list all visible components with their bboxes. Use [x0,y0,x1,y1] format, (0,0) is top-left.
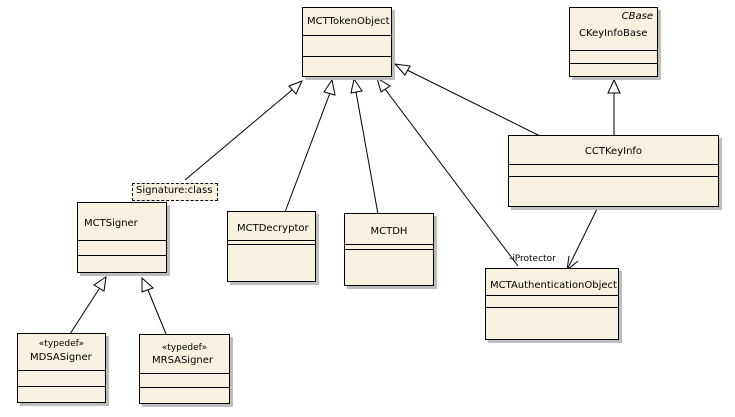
class-mrsasigner[interactable]: «typedef» MRSASigner [139,334,230,404]
operations-separator [18,386,105,387]
class-mcttokenobject[interactable]: MCTTokenObject [302,7,392,77]
class-name-compartment: MCTTokenObject [303,8,391,36]
generalization-arrowhead [323,78,336,96]
class-name: MCTDecryptor [237,223,309,234]
generalization-dh-to-token [355,91,379,215]
class-name-compartment: MCTDecryptor [228,212,315,241]
operations-separator [570,63,657,64]
generalization-mdsa-to-signer [69,288,100,335]
class-ckeyinfobase[interactable]: CBase CKeyInfoBase [569,7,658,77]
operations-separator [509,176,718,177]
class-name: MCTSigner [84,218,138,229]
class-name: MCTAuthenticationObject [490,280,617,291]
class-name-compartment: CBase CKeyInfoBase [570,8,657,51]
class-mdsasigner[interactable]: «typedef» MDSASigner [17,333,106,403]
stereotype-label: «typedef» [38,339,85,349]
class-name: CCTKeyInfo [584,146,643,157]
generalization-mrsa-to-signer [147,289,167,335]
operations-separator [228,244,315,245]
class-name-compartment: MCTDH [345,214,433,245]
generalization-arrowhead [350,77,363,94]
generalization-arrowhead [288,80,303,95]
class-name: MRSASigner [152,355,214,366]
operations-separator [303,56,391,57]
generalization-auth-to-token [384,88,519,267]
template-parameter: Signature:class [136,185,213,196]
class-name-compartment: «typedef» MRSASigner [140,335,229,374]
class-name: MDSASigner [30,352,92,363]
class-name-compartment: «typedef» MDSASigner [18,334,105,371]
generalization-arrowhead [376,76,391,93]
generalization-arrowhead [93,275,107,292]
class-name-compartment: MCTSigner [78,203,166,241]
generalization-arrowhead [141,276,154,293]
class-name-compartment: CCTKeyInfo [509,136,718,165]
template-parameter-box: Signature:class [132,183,218,201]
class-name-compartment: MCTAuthenticationObject [486,269,618,296]
parent-class-label: CBase [621,11,653,22]
association-keyinfo-to-auth [567,206,599,269]
generalization-arrowhead [607,78,621,94]
class-mctauthenticationobject[interactable]: MCTAuthenticationObject [485,268,619,340]
generalization-signer-to-token [184,84,299,181]
class-name: CKeyInfoBase [579,28,648,39]
generalization-arrowhead [393,63,411,76]
association-role-label: -iProtector [509,254,556,264]
class-mctsigner[interactable]: MCTSigner [77,202,167,273]
operations-separator [345,249,433,250]
operations-separator [78,255,166,256]
operations-separator [140,387,229,388]
generalization-keyinfo-to-token [406,69,541,137]
class-cctkeyinfo[interactable]: CCTKeyInfo [508,135,719,207]
class-name: MCTTokenObject [307,16,390,27]
class-name: MCTDH [370,226,408,237]
generalization-decryptor-to-token [284,92,331,213]
class-mctdh[interactable]: MCTDH [344,213,434,286]
stereotype-label: «typedef» [161,343,208,353]
operations-separator [486,307,618,308]
class-mctdecryptor[interactable]: MCTDecryptor [227,211,316,282]
